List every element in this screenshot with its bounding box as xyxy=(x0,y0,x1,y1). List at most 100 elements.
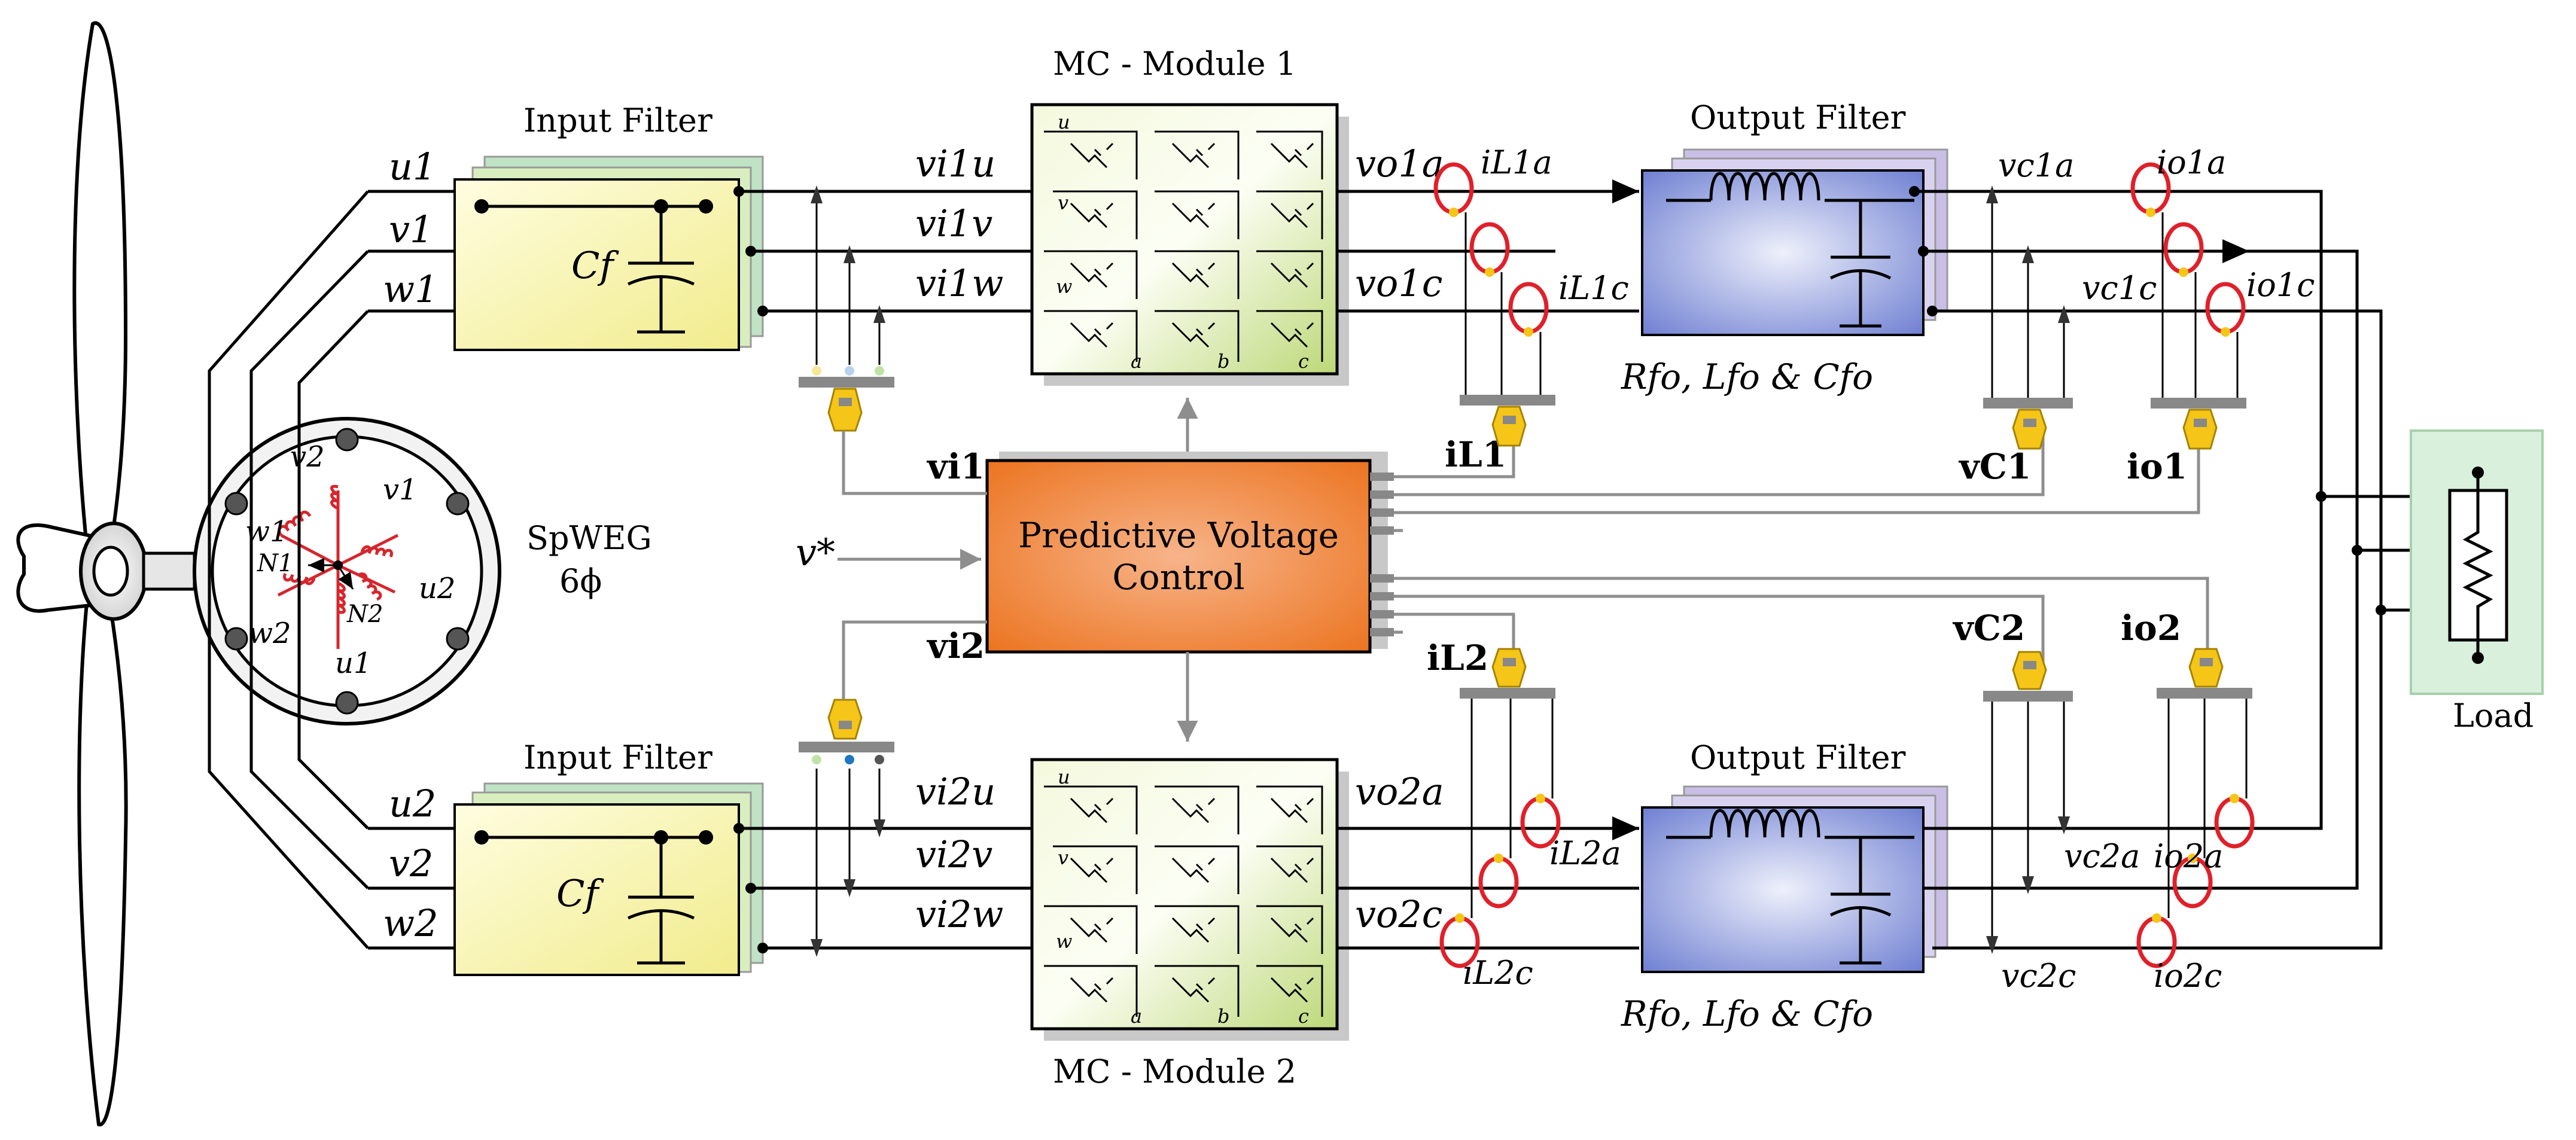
vc2c-label: vc2c xyxy=(2001,957,2076,995)
mc-module-1: u v w a b c xyxy=(1030,103,1349,386)
mc1-col-b: b xyxy=(1217,350,1229,373)
mc1-row-w: w xyxy=(1056,275,1072,298)
il1-vector-label: iL1 xyxy=(1445,434,1506,475)
il2a-label: iL2a xyxy=(1549,834,1621,872)
gen-v1-label: v1 xyxy=(383,473,418,507)
mc-module-2: u v w a b c xyxy=(1030,758,1349,1041)
output-lines-2 xyxy=(1337,816,1639,950)
output-current-sensor-1 xyxy=(2130,162,2246,450)
output-lines-1 xyxy=(1337,179,1639,313)
input-voltage-sensor-1 xyxy=(799,185,894,432)
gen-v2-label: v2 xyxy=(290,440,325,474)
wind-turbine-icon xyxy=(16,21,196,1127)
gen-u1-label: u1 xyxy=(335,647,372,680)
mc-module-1-title: MC - Module 1 xyxy=(1053,45,1296,83)
mc1-col-c: c xyxy=(1298,350,1309,373)
vo2c-label: vo2c xyxy=(1355,892,1443,936)
vc1-vector-label: vC1 xyxy=(1958,446,2031,487)
predictive-voltage-control: Predictive Voltage Control xyxy=(985,452,1388,654)
load-lines xyxy=(1914,190,2411,950)
input-lines xyxy=(739,190,1032,950)
switch-matrix-1 xyxy=(1070,142,1314,348)
output-filter-2-params: Rfo, Lfo & Cfo xyxy=(1621,993,1873,1034)
il2-vector-label: iL2 xyxy=(1427,638,1488,678)
vc2a-label: vc2a xyxy=(2064,837,2140,875)
mc2-row-v: v xyxy=(1058,846,1068,869)
rogowski-coils-2 xyxy=(1439,648,1561,968)
cap-voltage-sensor-2 xyxy=(1983,651,2073,954)
vi2w-label: vi2w xyxy=(915,892,1003,936)
line-u1-label: u1 xyxy=(389,145,436,188)
input-voltage-sensor-2 xyxy=(799,699,894,957)
line-u2-label: u2 xyxy=(389,782,436,825)
input-filter-1: Cf xyxy=(453,156,764,351)
switch-matrix-2 xyxy=(1070,797,1314,1003)
mc2-col-c: c xyxy=(1298,1005,1309,1028)
gen-n1-label: N1 xyxy=(257,550,293,577)
generator-name: SpWEG xyxy=(526,519,652,557)
output-filter-1-title: Output Filter xyxy=(1690,99,1906,136)
input-filter-1-title: Input Filter xyxy=(523,102,712,139)
output-filter-2 xyxy=(1641,785,1948,973)
il1c-label: iL1c xyxy=(1558,269,1629,307)
controller-line2: Control xyxy=(1112,557,1244,598)
cap-voltage-sensor-1 xyxy=(1983,185,2073,450)
stator-windings xyxy=(277,484,399,649)
io2c-label: io2c xyxy=(2154,957,2222,995)
io1-vector-label: io1 xyxy=(2127,446,2187,487)
rogowski-coils-1 xyxy=(1433,162,1555,447)
sp-weg-generator: w1 v2 v1 u2 w2 u1 N1 N2 SpWEG 6ϕ xyxy=(193,417,652,726)
input-filter-2-title: Input Filter xyxy=(523,739,712,776)
il2c-label: iL2c xyxy=(1463,954,1533,992)
vi2u-label: vi2u xyxy=(915,770,995,813)
controller-signal-wires xyxy=(838,398,2209,742)
io1c-label: io1c xyxy=(2246,266,2315,304)
mc1-row-v: v xyxy=(1058,191,1068,214)
gen-u2-label: u2 xyxy=(419,572,455,605)
filter1-cap-label: Cf xyxy=(571,243,619,287)
vo1a-label: vo1a xyxy=(1355,142,1444,185)
controller-line1: Predictive Voltage xyxy=(1018,515,1339,556)
mc1-row-u: u xyxy=(1058,111,1070,133)
mc1-col-a: a xyxy=(1131,350,1142,373)
vc1c-label: vc1c xyxy=(2082,269,2157,307)
vi1w-label: vi1w xyxy=(915,261,1003,305)
vc2-vector-label: vC2 xyxy=(1952,608,2025,648)
vc1a-label: vc1a xyxy=(1998,147,2074,184)
generator-phase: 6ϕ xyxy=(559,562,602,600)
output-filter-1-params: Rfo, Lfo & Cfo xyxy=(1621,356,1873,397)
mc2-row-u: u xyxy=(1058,766,1070,788)
line-v1-label: v1 xyxy=(389,208,433,251)
io2-vector-label: io2 xyxy=(2121,608,2181,648)
gen-w2-label: w2 xyxy=(248,617,291,650)
gen-n2-label: N2 xyxy=(346,601,383,628)
input-dots xyxy=(733,186,768,953)
vi1-vector-label: vi1 xyxy=(926,446,985,487)
vo2a-label: vo2a xyxy=(1355,770,1444,813)
load-title: Load xyxy=(2453,697,2534,734)
output-filter-2-title: Output Filter xyxy=(1690,739,1906,776)
output-filter-1 xyxy=(1641,148,1948,336)
load-dots xyxy=(2316,491,2386,615)
vi1v-label: vi1v xyxy=(915,202,992,245)
il1a-label: iL1a xyxy=(1481,144,1552,181)
line-v2-label: v2 xyxy=(389,842,433,885)
mc2-col-b: b xyxy=(1217,1005,1229,1028)
vi2-vector-label: vi2 xyxy=(926,626,985,666)
input-filter-2: Cf xyxy=(453,782,764,976)
output-current-sensor-2 xyxy=(2136,648,2255,968)
vi2v-label: vi2v xyxy=(915,833,992,876)
vo1c-label: vo1c xyxy=(1355,261,1443,305)
reference-label: v* xyxy=(796,531,835,574)
io2a-label: io2a xyxy=(2154,837,2223,875)
line-w1-label: w1 xyxy=(383,267,439,311)
filter2-cap-label: Cf xyxy=(556,871,604,915)
load-block xyxy=(2410,429,2544,695)
io1a-label: io1a xyxy=(2157,144,2226,181)
mc2-col-a: a xyxy=(1131,1005,1142,1028)
line-w2-label: w2 xyxy=(383,901,439,945)
vi1u-label: vi1u xyxy=(915,142,995,185)
mc2-row-w: w xyxy=(1056,930,1072,953)
mc-module-2-title: MC - Module 2 xyxy=(1053,1053,1296,1090)
